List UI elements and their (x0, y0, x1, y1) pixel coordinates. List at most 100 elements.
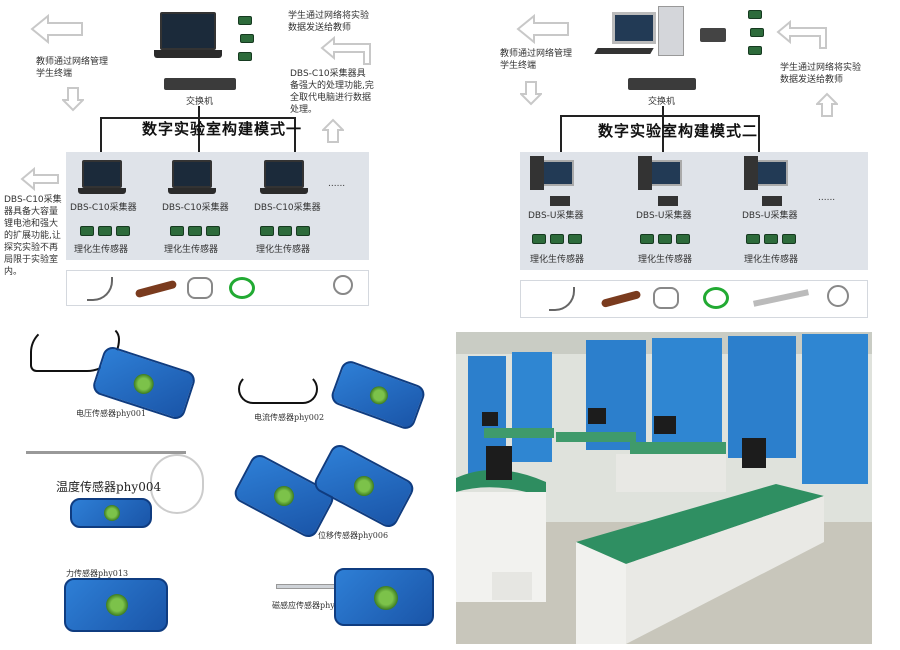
collector-label: DBS-U采集器 (528, 211, 584, 221)
tripod-icon (333, 275, 353, 295)
switch-icon (164, 78, 236, 90)
collector-laptop-base (78, 188, 126, 194)
classroom-illustration (456, 332, 872, 644)
switch-label: 交换机 (648, 97, 676, 107)
equipment-strip (66, 270, 369, 306)
cable-icon (150, 454, 204, 514)
sensor-chip-icon (170, 226, 184, 236)
diagram-title: 数字实验室构建模式一 (142, 120, 303, 138)
sensor-chip-icon (764, 234, 778, 244)
ellipsis: ...... (328, 179, 346, 189)
sensor-chip-icon (532, 234, 546, 244)
sensor-label: 理化生传感器 (530, 255, 585, 265)
sensor-chip-icon (746, 234, 760, 244)
switch-label: 交换机 (186, 97, 214, 107)
sensor-chip-icon (676, 234, 690, 244)
collector-label: DBS-C10采集器 (254, 203, 321, 213)
coil-icon (229, 277, 255, 299)
current-sensor-image (328, 358, 428, 432)
sensor-chip-icon (260, 226, 274, 236)
tripod-icon (827, 285, 849, 307)
magnetic-sensor-caption: 磁感应传感器phy007 (272, 601, 351, 610)
teacher-laptop-base (154, 50, 222, 58)
clamp-icon (187, 277, 213, 299)
collector-panel: ...... DBS-U采集器 DBS-U采集器 DBS-U采集器 理化生传感器… (520, 152, 868, 270)
collector-chip-icon (240, 34, 254, 43)
displacement-sensor-caption: 位移传感器phy006 (318, 531, 389, 540)
sensor-label: 理化生传感器 (74, 245, 129, 255)
magnetic-sensor-image (334, 568, 434, 626)
arrow-up-icon (816, 92, 838, 118)
teacher-monitor (612, 12, 656, 44)
arrow-down-icon (520, 80, 542, 106)
collector-laptop-base (260, 188, 308, 194)
sensor-chip-icon (550, 234, 564, 244)
student-tower (744, 156, 758, 190)
current-sensor-caption: 电流传感器phy002 (254, 413, 325, 422)
equipment-strip (520, 280, 868, 318)
collector-laptop-base (168, 188, 216, 194)
coil-icon (703, 287, 729, 309)
arrow-left-icon (28, 12, 86, 46)
collector-note: DBS-C10采集器具备强大的处理功能,完全取代电脑进行数据处理。 (290, 69, 374, 115)
sensor-chip-icon (206, 226, 220, 236)
teacher-tower (658, 6, 684, 56)
sensor-chip-icon (116, 226, 130, 236)
collector-chip-icon (750, 28, 764, 37)
sensor-chip-icon (658, 234, 672, 244)
collector-label: DBS-C10采集器 (162, 203, 229, 213)
collector-laptop-screen (82, 160, 122, 188)
collector-device-icon (658, 196, 678, 206)
force-sensor-caption: 力传感器phy013 (66, 569, 129, 578)
student-monitor (650, 160, 682, 186)
sensor-chip-icon (80, 226, 94, 236)
sensor-chip-icon (296, 226, 310, 236)
student-note: 学生通过网络将实验数据发送给教师 (780, 63, 862, 85)
teacher-note: 教师通过网络管理学生终端 (36, 57, 109, 79)
collector-laptop-screen (172, 160, 212, 188)
arrow-up-icon (320, 36, 374, 66)
temperature-sensor-image (70, 498, 152, 528)
sensor-label: 理化生传感器 (164, 245, 219, 255)
collector-label: DBS-U采集器 (742, 211, 798, 221)
arrow-down-icon (62, 86, 84, 112)
keyboard-icon (594, 48, 654, 54)
student-monitor (756, 160, 788, 186)
tube-icon (600, 289, 642, 309)
arrow-up-icon (776, 20, 830, 50)
collector-laptop-screen (264, 160, 304, 188)
sensor-label: 理化生传感器 (638, 255, 693, 265)
clamp-icon (653, 287, 679, 309)
collector-device-icon (762, 196, 782, 206)
sensor-chip-icon (568, 234, 582, 244)
sensor-chip-icon (188, 226, 202, 236)
protractor-icon (549, 287, 575, 311)
sensor-chip-icon (278, 226, 292, 236)
arrow-left-icon (20, 166, 60, 192)
collector-chip-icon (238, 16, 252, 25)
arrow-up-icon (322, 118, 344, 144)
student-monitor (542, 160, 574, 186)
side-note: DBS-C10采集器具备大容量锂电池和强大的扩展功能,让探究实验不再局限于实验室… (4, 195, 62, 277)
diagram-title: 数字实验室构建模式二 (598, 122, 759, 140)
collector-chip-icon (238, 52, 252, 61)
probe-icon (26, 451, 186, 454)
collector-chip-icon (748, 10, 762, 19)
student-tower (530, 156, 544, 190)
voltage-sensor-caption: 电压传感器phy001 (76, 409, 147, 418)
sensor-chip-icon (98, 226, 112, 236)
arrow-left-icon (514, 12, 572, 46)
sensor-chip-icon (640, 234, 654, 244)
student-note: 学生通过网络将实验数据发送给教师 (288, 11, 370, 33)
teacher-note: 教师通过网络管理学生终端 (500, 49, 573, 71)
displacement-sensor-image (311, 441, 417, 531)
sensor-label: 理化生传感器 (256, 245, 311, 255)
collector-label: DBS-C10采集器 (70, 203, 137, 213)
collector-chip-icon (748, 46, 762, 55)
switch-icon (628, 78, 696, 90)
ellipsis: ...... (818, 193, 836, 203)
student-tower (638, 156, 652, 190)
classroom-photo (456, 332, 872, 644)
collector-panel: ...... DBS-C10采集器 DBS-C10采集器 DBS-C10采集器 … (66, 152, 369, 260)
envelope-icon (700, 28, 726, 42)
